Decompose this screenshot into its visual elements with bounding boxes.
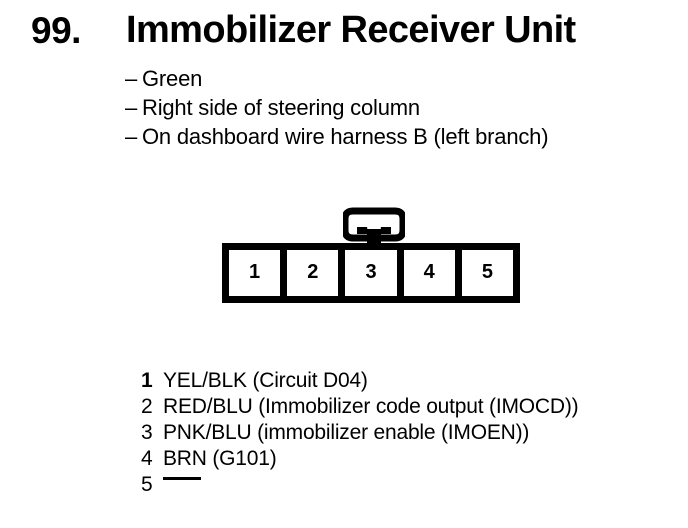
description-text: Green <box>142 66 203 91</box>
connector-pin-2: 2 <box>287 250 346 296</box>
pin-legend-empty-dash-icon <box>163 476 201 480</box>
bullet-dash-icon: – <box>125 95 138 120</box>
connector-pin-3: 3 <box>345 250 404 296</box>
pin-legend-description: BRN (G101) <box>163 447 277 470</box>
description-line: –On dashboard wire harness B (left branc… <box>125 122 665 151</box>
pin-legend-number: 3 <box>141 421 153 444</box>
connector-diagram: 1 2 3 4 5 <box>222 207 522 307</box>
bullet-dash-icon: – <box>125 124 138 149</box>
description-list: –Green –Right side of steering column –O… <box>125 64 665 151</box>
pin-legend-number: 2 <box>141 395 153 418</box>
description-text: Right side of steering column <box>142 95 420 120</box>
pin-number-label: 5 <box>481 261 493 283</box>
pin-legend-row: 1 YEL/BLK (Circuit D04) <box>141 368 681 394</box>
pin-legend-row: 4 BRN (G101) <box>141 446 681 472</box>
pin-legend-row: 5 <box>141 472 681 498</box>
pin-legend-row: 2 RED/BLU (Immobilizer code output (IMOCD… <box>141 394 681 420</box>
pin-legend-list: 1 YEL/BLK (Circuit D04) 2 RED/BLU (Immobil… <box>141 368 681 498</box>
connector-pin-5: 5 <box>462 250 513 296</box>
pin-legend-number: 4 <box>141 447 153 470</box>
pin-legend-description: YEL/BLK (Circuit D04) <box>163 369 368 392</box>
description-line: –Right side of steering column <box>125 93 665 122</box>
description-line: –Green <box>125 64 665 93</box>
pin-number-label: 1 <box>249 261 261 283</box>
description-text: On dashboard wire harness B (left branch… <box>142 124 549 149</box>
bullet-dash-icon: – <box>125 66 138 91</box>
pin-legend-description: RED/BLU (Immobilizer code output (IMOCD)… <box>163 395 579 418</box>
pin-number-label: 3 <box>365 261 377 283</box>
connector-latch-icon <box>343 207 405 245</box>
pin-legend-number: 1 <box>141 369 153 392</box>
pin-legend-row: 3 PNK/BLU (immobilizer enable (IMOEN)) <box>141 420 681 446</box>
item-number: 99. <box>31 10 81 51</box>
pin-legend-number: 5 <box>141 473 153 496</box>
pin-number-label: 2 <box>307 261 319 283</box>
page-title: Immobilizer Receiver Unit <box>126 9 576 51</box>
connector-pin-4: 4 <box>404 250 462 296</box>
connector-pin-row: 1 2 3 4 5 <box>222 243 520 303</box>
pin-legend-description: PNK/BLU (immobilizer enable (IMOEN)) <box>163 421 530 444</box>
pin-number-label: 4 <box>423 261 435 283</box>
connector-pin-1: 1 <box>229 250 288 296</box>
